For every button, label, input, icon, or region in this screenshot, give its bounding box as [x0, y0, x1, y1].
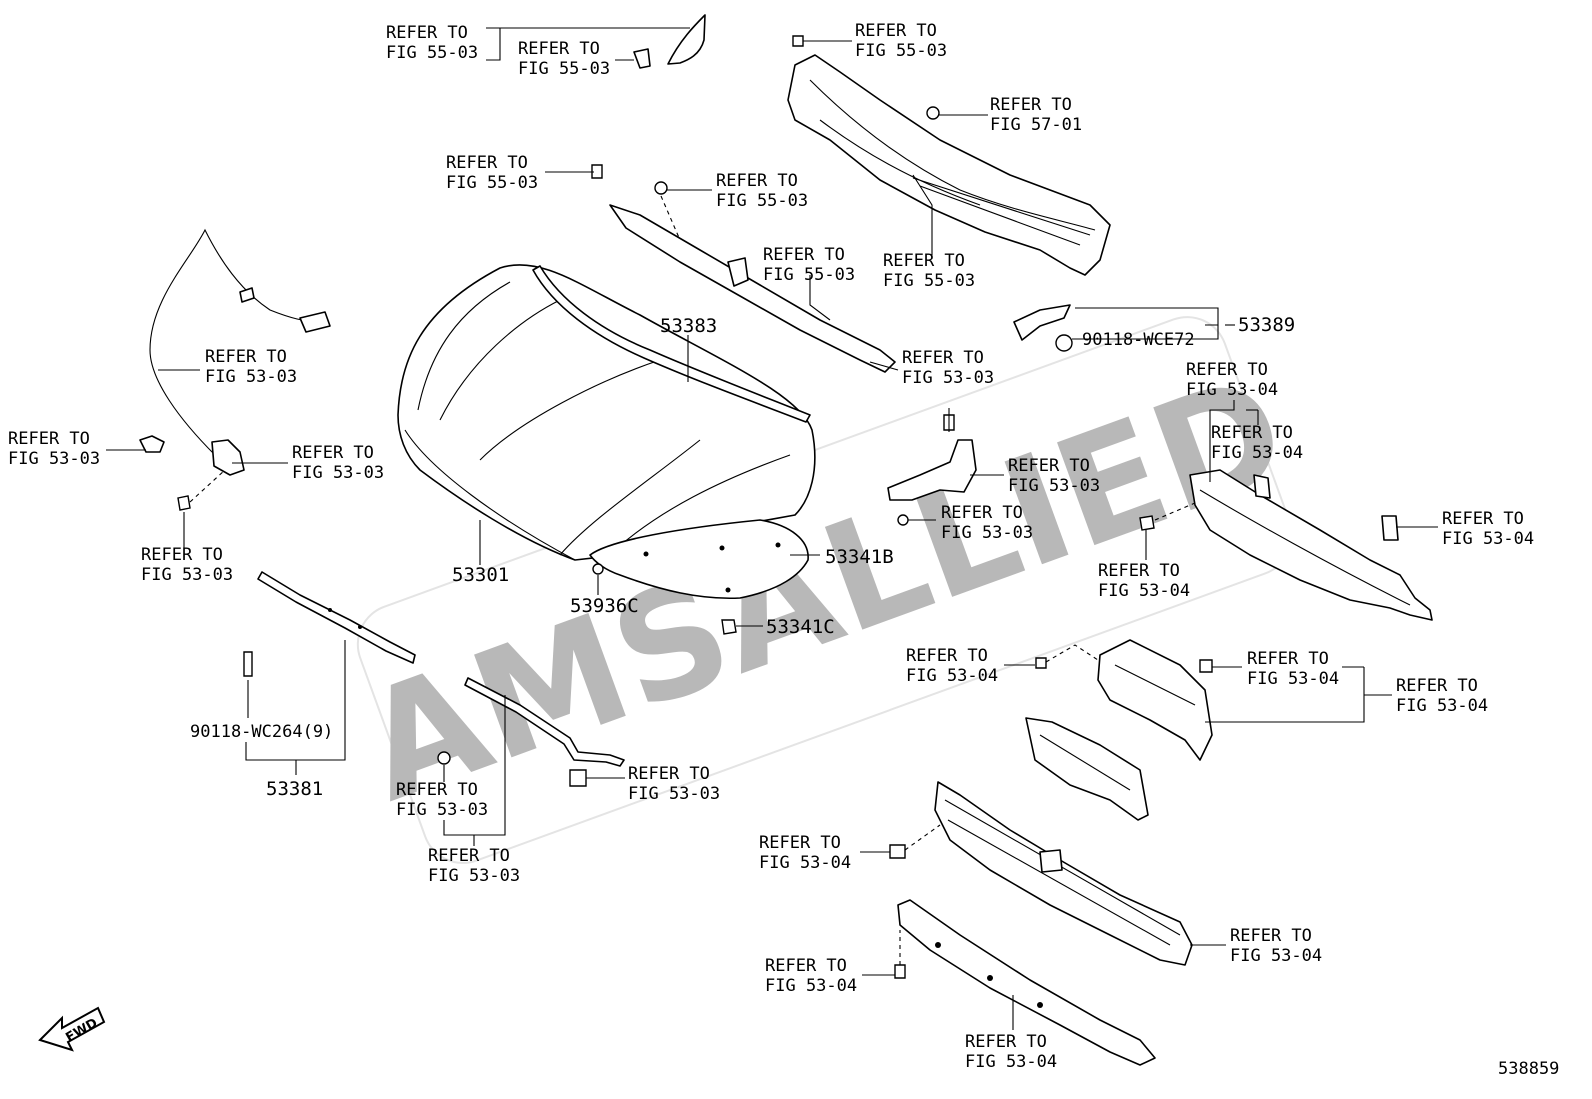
cowl-top-seal [609, 204, 896, 373]
hood-latch [139, 435, 245, 511]
clip-57-01 [926, 106, 940, 120]
clip-53341c [721, 619, 737, 635]
leader-lines [106, 27, 1438, 1030]
part-53341b: 53341B [825, 546, 894, 568]
hood-insulator [589, 519, 809, 600]
release-cable [149, 228, 331, 456]
hood-front-seal [243, 571, 416, 677]
part-53381: 53381 [266, 778, 323, 800]
part-53301: 53301 [452, 564, 509, 586]
cowl-panel [787, 54, 1111, 276]
radiator-support [1139, 469, 1433, 621]
clip-53936c [592, 563, 604, 575]
air-guide-lower [1025, 717, 1149, 821]
air-guide-upper [1035, 639, 1213, 761]
hood-hinge [887, 414, 977, 526]
part-number-labels: 53383 53389 90118-WCE72 53301 53341B 539… [190, 314, 1295, 800]
diagram-id: 538859 [1498, 1059, 1559, 1079]
clip-55-03-left [591, 164, 603, 179]
clip-55-03-mid [654, 181, 668, 195]
clip-55-03-top [792, 35, 804, 47]
lower-support-bar [894, 899, 1156, 1066]
part-90118-wc264: 90118-WC264(9) [190, 722, 333, 742]
hood-panel [397, 264, 816, 561]
part-53341c: 53341C [766, 616, 835, 638]
front-lower-grille [889, 781, 1193, 966]
part-53383: 53383 [660, 315, 717, 337]
hood-stop-piece [1013, 304, 1073, 352]
forward-arrow-icon: FWD [38, 1006, 106, 1052]
hood-seal [532, 265, 811, 423]
part-53389: 53389 [1238, 314, 1295, 336]
part-90118-wce72: 90118-WCE72 [1082, 330, 1195, 350]
cowl-side-piece [633, 14, 706, 69]
part-53936c: 53936C [570, 595, 639, 617]
